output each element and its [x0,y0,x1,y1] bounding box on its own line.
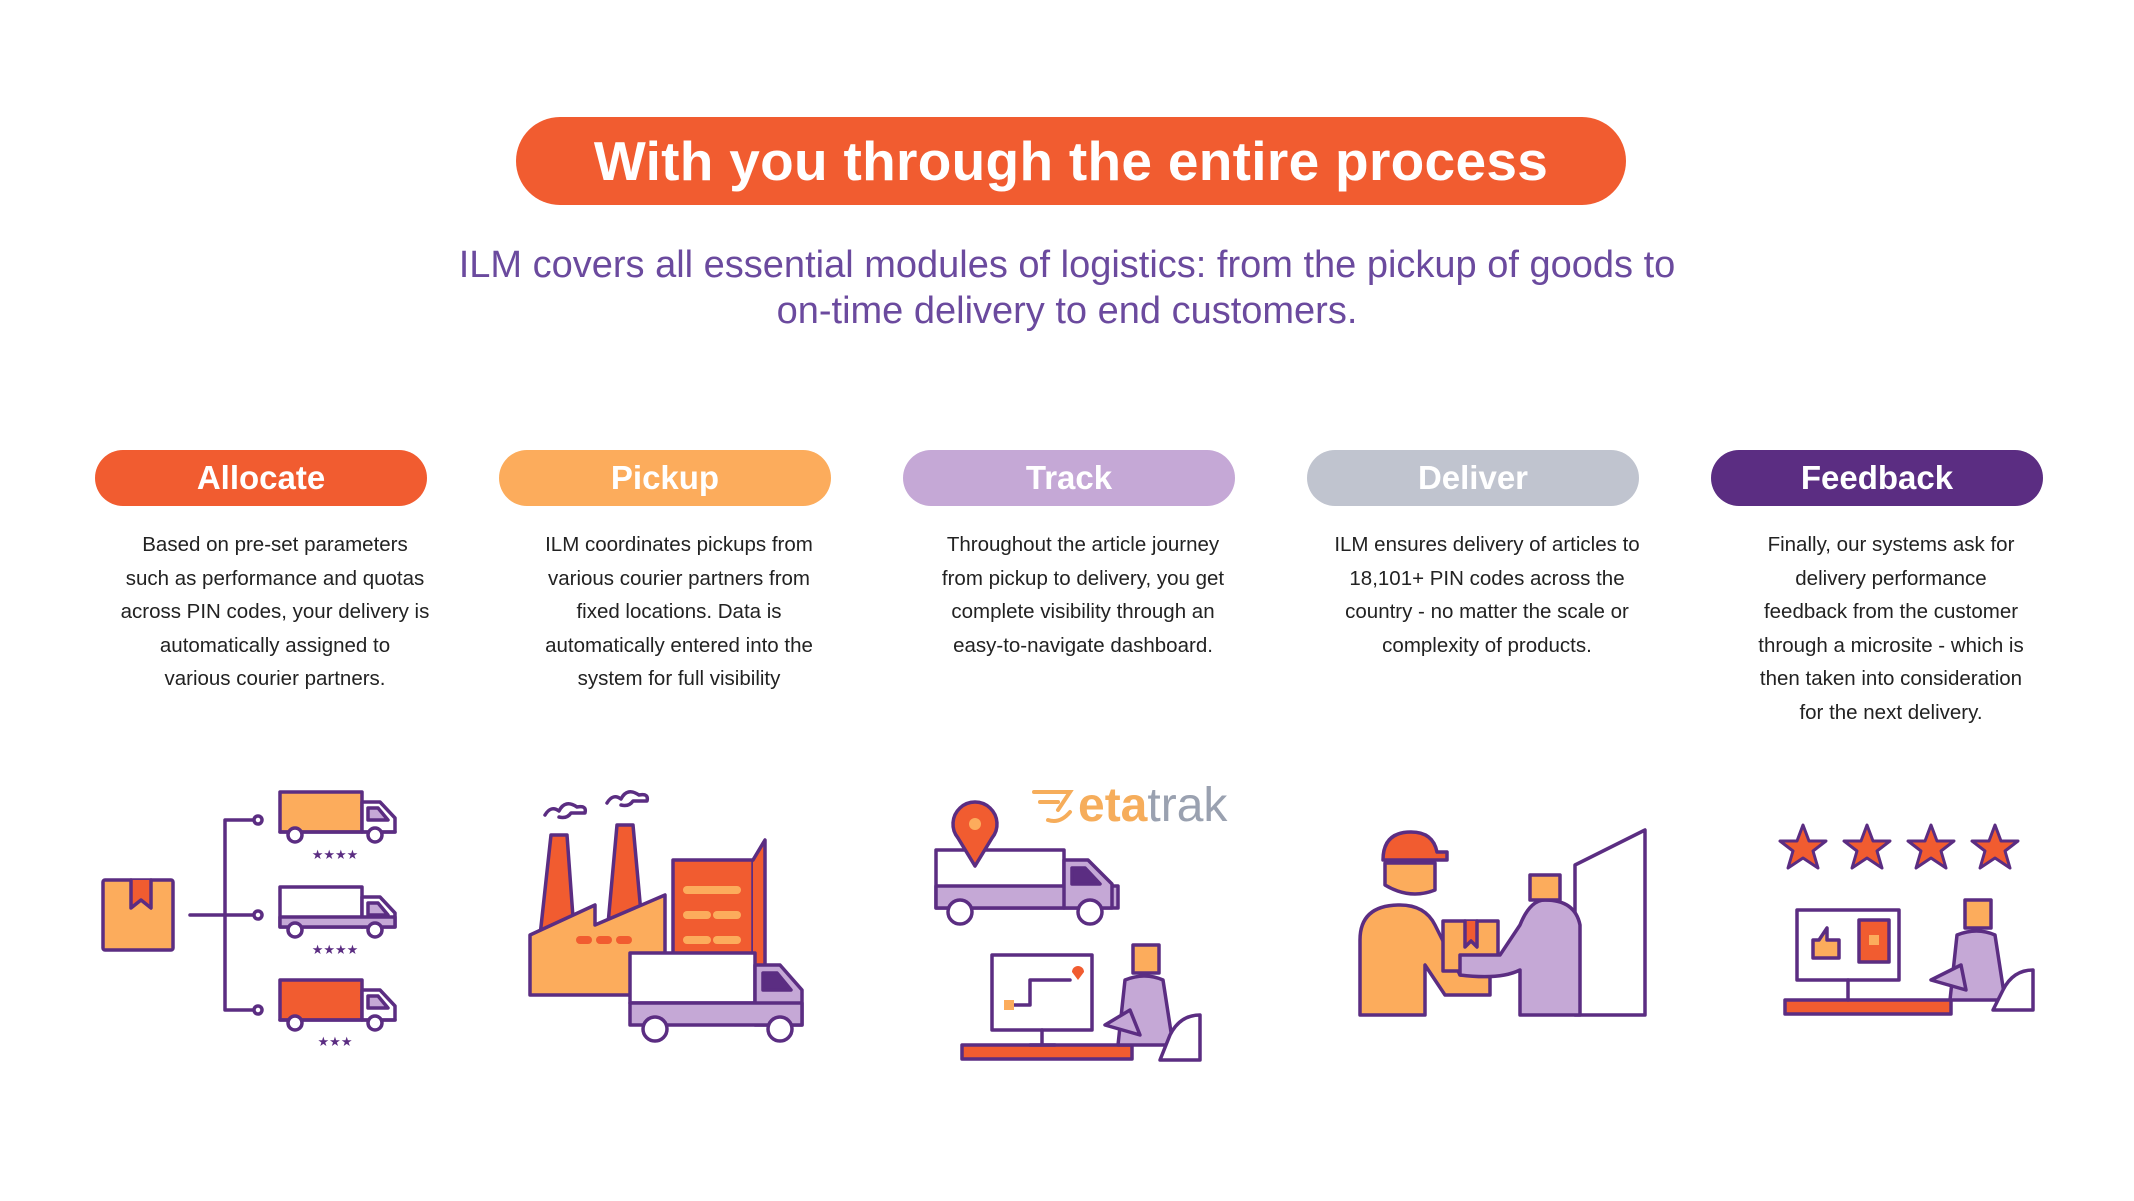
desc-line: Based on pre-set parameters [142,533,408,556]
star-icon [1906,823,1956,870]
step-deliver: Deliver ILM ensures delivery of articles… [1262,450,1662,662]
factory-truck-icon [528,790,804,1043]
desc-line: system for full visibility [577,667,781,690]
desc-line: 18,101+ PIN codes across the [1349,566,1625,590]
deliver-description: ILM ensures delivery of articles to 18,1… [1322,528,1652,662]
brand-trak: trak [1147,779,1228,832]
desc-line: feedback from the customer [1763,600,2019,623]
desc-line: complexity of products. [1382,633,1592,657]
desc-line: automatically entered into the [545,633,813,657]
package-handover-icon [1358,828,1647,1017]
subtitle-line-1: ILM covers all essential modules of logi… [458,244,1676,286]
star-icon [1970,823,2020,870]
desc-line: easy-to-navigate dashboard. [953,633,1213,657]
subtitle-line-2: on-time delivery to end customers. [776,290,1358,332]
rating-feedback-icon [1778,823,2035,1016]
svg-text:★★★★: ★★★★ [312,943,359,958]
step-track: Track Throughout the article journey fro… [858,450,1258,662]
svg-text:★★★★: ★★★★ [312,848,359,863]
desc-line: for the next delivery. [1799,700,1983,724]
step-feedback: Feedback Finally, our systems ask for de… [1666,450,2066,729]
brand-eta: eta [1078,779,1148,832]
desc-line: Finally, our systems ask for [1767,533,2015,556]
page-title: With you through the entire process [516,117,1626,205]
desc-line: across PIN codes, your delivery is [120,600,430,623]
desc-line: delivery performance [1795,566,1987,590]
desc-line: various courier partners from [547,566,811,590]
desc-line: then taken into consideration [1759,667,2023,690]
allocate-description: Based on pre-set parameters such as perf… [110,528,440,696]
desc-line: such as performance and quotas [125,566,425,590]
pickup-description: ILM coordinates pickups from various cou… [514,528,844,696]
desc-line: through a microsite - which is [1758,633,2024,657]
track-pill: Track [903,450,1235,506]
desc-line: automatically assigned to [159,633,391,657]
svg-text:★★★: ★★★ [318,1035,353,1050]
star-icon [1842,823,1892,870]
etatrak-logo-mark [1032,789,1074,823]
allocate-pill: Allocate [95,450,427,506]
step-allocate: Allocate Based on pre-set parameters suc… [50,450,450,696]
desc-line: complete visibility through an [951,600,1215,623]
desc-line: ILM coordinates pickups from [545,533,813,556]
tracking-dashboard-icon [934,800,1202,1062]
step-pickup: Pickup ILM coordinates pickups from vari… [454,450,854,696]
desc-line: ILM ensures delivery of articles to [1334,533,1640,556]
feedback-pill: Feedback [1711,450,2043,506]
desc-line: various courier partners. [164,667,386,690]
desc-line: from pickup to delivery, you get [941,566,1225,590]
pickup-pill: Pickup [499,450,831,506]
desc-line: Throughout the article journey [946,533,1220,556]
desc-line: country - no matter the scale or [1345,600,1629,623]
track-description: Throughout the article journey from pick… [918,528,1248,662]
star-icon [1778,823,1828,870]
feedback-description: Finally, our systems ask for delivery pe… [1726,528,2056,729]
desc-line: fixed locations. Data is [576,600,782,623]
allocate-trucks-icon: ★★★★ ★★★★ ★★★ [101,790,397,1050]
page-subtitle: ILM covers all essential modules of logi… [300,242,1834,334]
deliver-pill: Deliver [1307,450,1639,506]
